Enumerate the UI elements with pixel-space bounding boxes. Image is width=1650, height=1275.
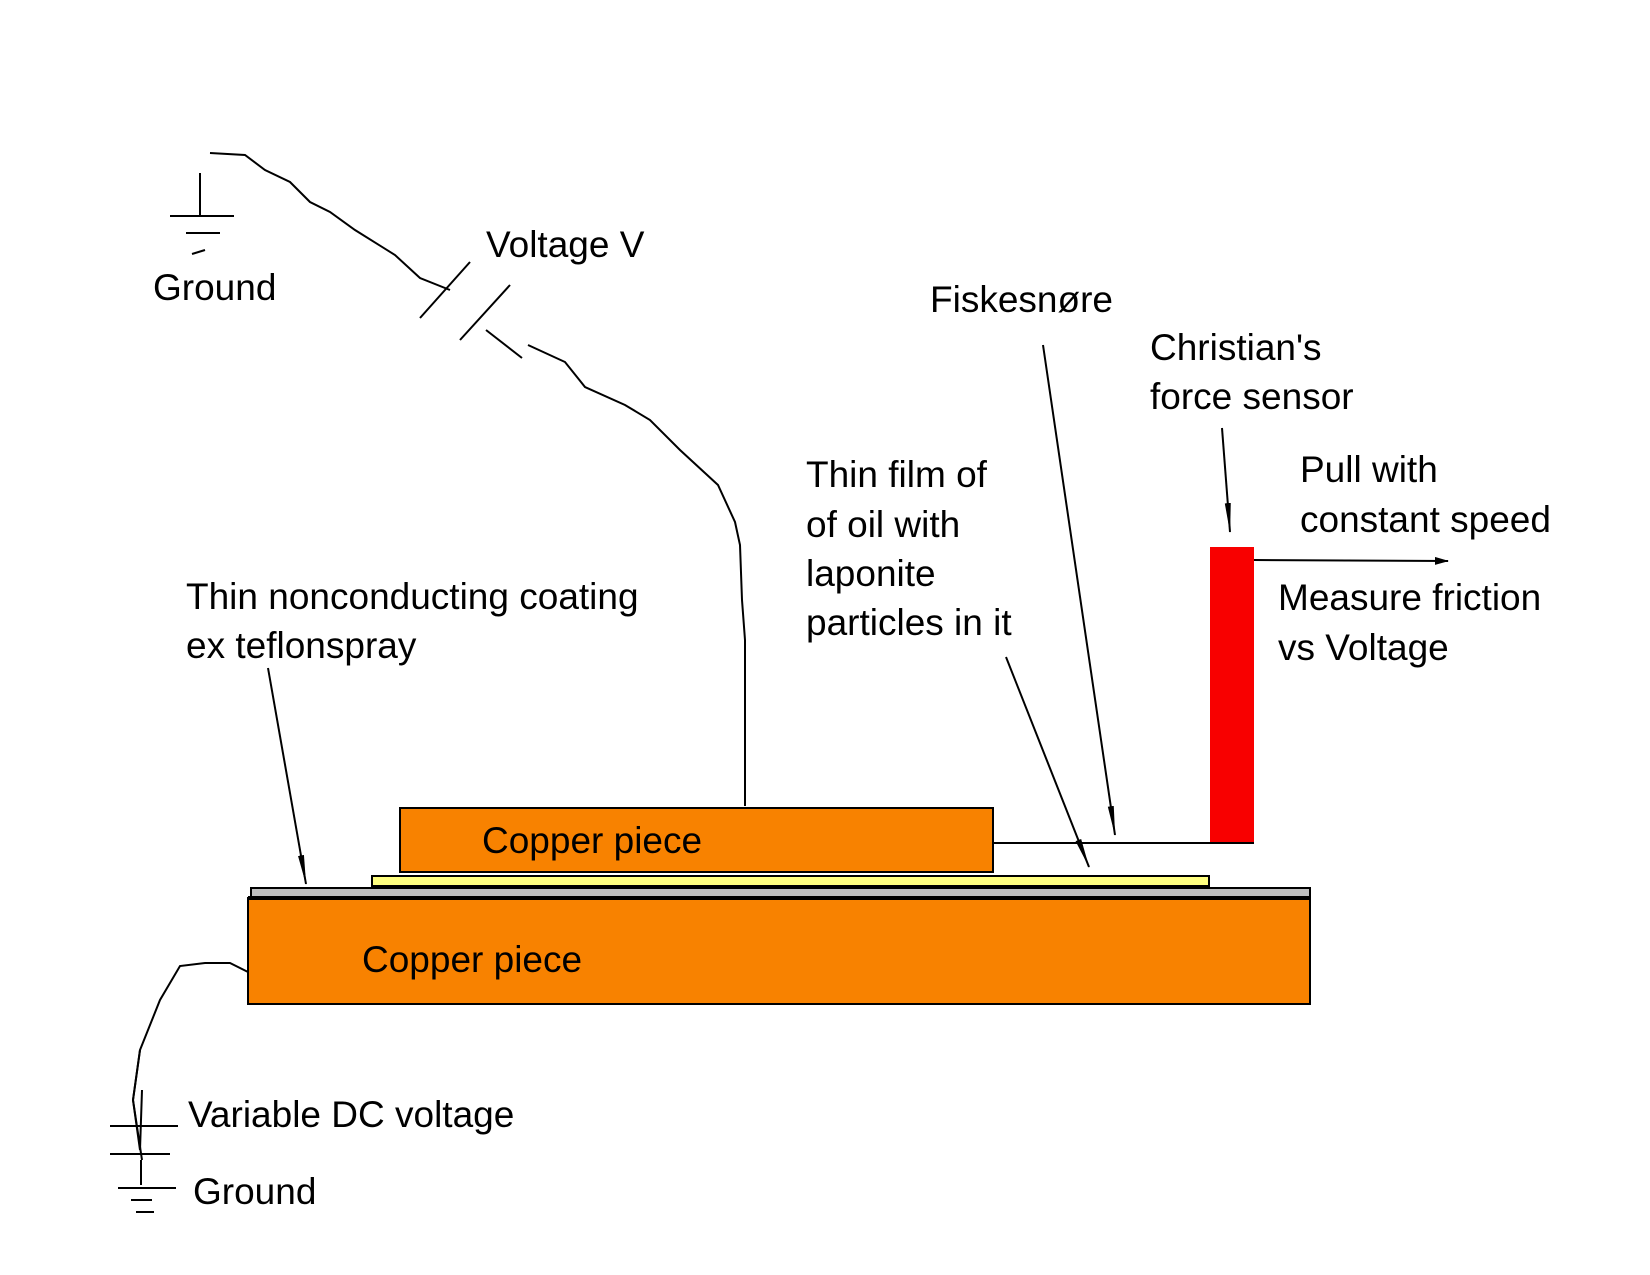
fiskesnore-label: Fiskesnøre xyxy=(930,279,1113,320)
sensor-label-line1: Christian's xyxy=(1150,327,1322,368)
capacitor-symbol xyxy=(419,261,511,341)
oil-film xyxy=(371,875,1210,887)
ground-label-top: Ground xyxy=(153,267,276,308)
coating-label-line1: Thin nonconducting coating xyxy=(186,576,639,617)
coating-label-line2: ex teflonspray xyxy=(186,625,417,666)
film-label-line1: Thin film of xyxy=(806,454,988,495)
film-arrow xyxy=(1005,656,1090,868)
pull-direction-arrow xyxy=(1253,556,1449,565)
wire-to-dc-source-lower xyxy=(131,1049,143,1161)
wire-capacitor-to-copper xyxy=(485,329,523,359)
measure-label-line2: vs Voltage xyxy=(1278,627,1449,668)
wire-to-top-copper xyxy=(527,344,746,806)
film-label-line2: of oil with xyxy=(806,504,960,545)
wire-ground-to-capacitor xyxy=(209,152,451,291)
film-label-line4: particles in it xyxy=(806,602,1012,643)
dc-source-symbol xyxy=(110,1125,178,1185)
measure-label-line1: Measure friction xyxy=(1278,577,1541,618)
ground-label-bottom: Ground xyxy=(193,1171,316,1212)
copper-piece-top xyxy=(399,807,994,873)
coating-arrow xyxy=(267,667,307,885)
copper-piece-bottom xyxy=(247,897,1311,1005)
film-label-line3: laponite xyxy=(806,553,936,594)
nonconducting-coating xyxy=(250,887,1311,898)
ground-symbol-bottom xyxy=(118,1187,176,1213)
copper-top-label: Copper piece xyxy=(482,820,702,861)
fiskesnore-arrow xyxy=(1042,344,1116,836)
copper-bottom-label: Copper piece xyxy=(362,939,582,980)
sensor-label-line2: force sensor xyxy=(1150,376,1354,417)
pull-label-line1: Pull with xyxy=(1300,449,1438,490)
voltage-label: Voltage V xyxy=(486,224,645,265)
sensor-arrow xyxy=(1221,427,1231,533)
ground-symbol-top xyxy=(170,173,234,255)
dc-voltage-label: Variable DC voltage xyxy=(188,1094,514,1135)
force-sensor xyxy=(1210,547,1254,843)
pull-label-line2: constant speed xyxy=(1300,499,1551,540)
